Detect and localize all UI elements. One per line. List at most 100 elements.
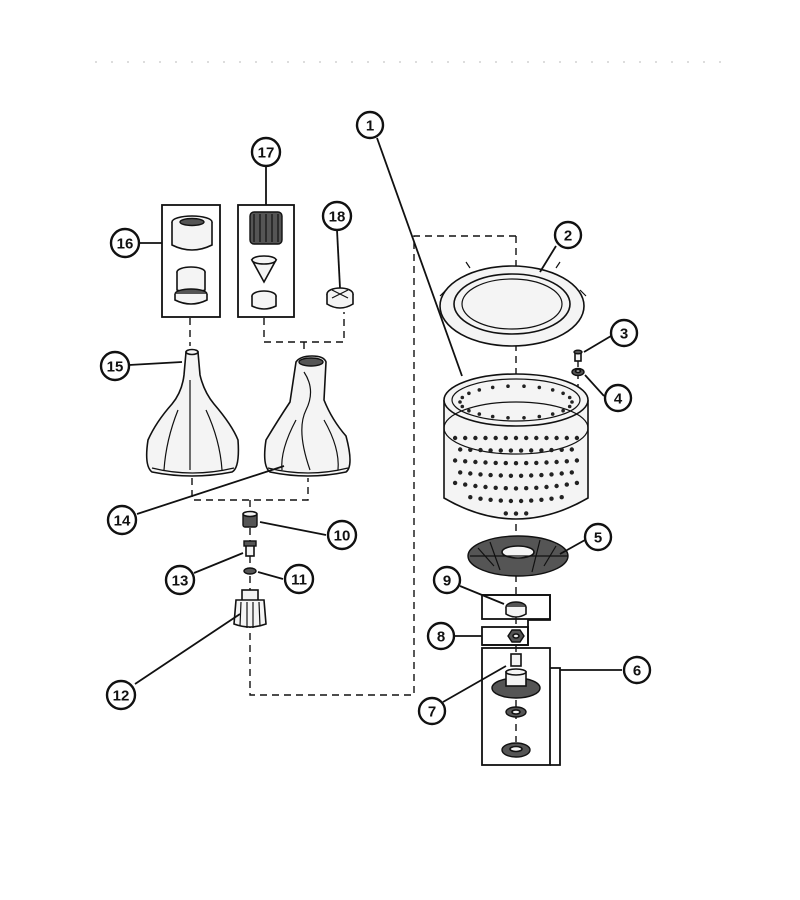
callout-4-label: 4 xyxy=(614,391,623,408)
basket-floor-perforation xyxy=(561,391,565,396)
basket-perforation xyxy=(544,435,549,441)
basket-perforation xyxy=(544,484,549,490)
callout-13-label: 13 xyxy=(172,573,189,590)
basket-perforation xyxy=(524,435,529,441)
part-3-screw xyxy=(573,349,583,362)
basket-perforation xyxy=(518,498,524,504)
basket-floor-perforation xyxy=(570,400,574,404)
basket-perforation xyxy=(559,495,564,500)
basket-perforation xyxy=(493,435,498,441)
basket-perforation xyxy=(483,484,488,490)
basket-perforation xyxy=(463,459,468,464)
basket-perforation xyxy=(534,460,539,466)
basket-floor-perforation xyxy=(567,395,572,400)
callout-7: 7 xyxy=(417,696,447,726)
part-1-spin-basket xyxy=(443,373,589,520)
leader-lines xyxy=(128,137,622,703)
basket-perforation xyxy=(452,458,458,463)
basket-perforation xyxy=(478,496,483,501)
basket-floor-perforation xyxy=(506,384,510,389)
callout-2-label: 2 xyxy=(564,228,572,245)
callout-13: 13 xyxy=(164,564,196,596)
basket-perforation xyxy=(574,458,580,463)
callout-10: 10 xyxy=(326,519,358,551)
callout-18-label: 18 xyxy=(329,209,346,226)
callout-9-label: 9 xyxy=(443,573,451,590)
basket-perforation xyxy=(503,486,508,491)
basket-perforation xyxy=(452,435,458,441)
basket-perforation xyxy=(488,472,493,478)
callouts: 1 2 3 4 5 6 7 8 xyxy=(99,110,652,726)
basket-floor-perforation xyxy=(550,388,555,392)
basket-perforation xyxy=(529,498,534,503)
basket-perforation xyxy=(483,460,488,465)
part-18-cap xyxy=(326,287,354,309)
basket-perforation xyxy=(452,480,458,486)
part-16-fabric-softener-cup xyxy=(171,215,213,305)
callout-11-label: 11 xyxy=(291,572,307,589)
basket-perforation xyxy=(483,435,488,441)
basket-floor-perforation xyxy=(567,404,572,409)
callout-11: 11 xyxy=(283,563,315,595)
basket-perforation xyxy=(468,471,473,476)
basket-perforation xyxy=(554,435,559,441)
callout-1: 1 xyxy=(355,110,385,140)
part-2-tub-ring xyxy=(439,261,587,347)
callout-5-label: 5 xyxy=(594,530,602,547)
callout-14: 14 xyxy=(106,504,138,536)
basket-perforation xyxy=(513,461,519,466)
callout-18: 18 xyxy=(321,200,353,232)
basket-floor-perforation xyxy=(460,404,465,409)
basket-floor-perforation xyxy=(467,408,471,413)
basket-perforation xyxy=(513,486,519,491)
basket-perforation xyxy=(529,473,534,478)
basket-perforation xyxy=(473,483,478,489)
basket-perforation xyxy=(493,460,498,466)
basket-floor-perforation xyxy=(537,385,542,390)
part-14-agitator xyxy=(263,355,351,477)
basket-floor-perforation xyxy=(460,395,465,400)
basket-perforation xyxy=(554,483,559,489)
part-12-drive-coupling xyxy=(233,589,267,628)
basket-perforation xyxy=(488,448,493,453)
basket-perforation xyxy=(508,498,514,504)
callout-10-label: 10 xyxy=(334,528,351,545)
part-15-agitator xyxy=(145,348,240,477)
basket-perforation xyxy=(564,459,569,464)
part-8-hex-nut xyxy=(507,629,525,643)
basket-perforation xyxy=(508,448,514,453)
callout-5: 5 xyxy=(583,522,613,552)
basket-perforation xyxy=(513,511,519,516)
basket-perforation xyxy=(524,460,529,466)
basket-perforation xyxy=(488,497,493,502)
basket-floor-perforation xyxy=(477,388,482,392)
basket-perforation xyxy=(539,497,544,502)
basket-perforation xyxy=(463,482,468,487)
callout-15-label: 15 xyxy=(107,359,124,376)
basket-perforation xyxy=(544,460,549,465)
callout-16: 16 xyxy=(109,227,141,259)
basket-perforation xyxy=(554,459,559,465)
basket-perforation xyxy=(518,448,524,453)
box-part-16 xyxy=(161,204,221,318)
basket-perforation xyxy=(518,473,524,478)
basket-perforation xyxy=(539,472,544,478)
callout-6: 6 xyxy=(622,655,652,685)
basket-perforation xyxy=(524,486,529,491)
basket-perforation xyxy=(564,482,569,487)
part-7-spline-hub xyxy=(491,653,541,758)
basket-perforation xyxy=(493,485,498,490)
basket-floor-perforation xyxy=(561,408,565,413)
basket-perforation xyxy=(468,495,473,500)
callout-3-label: 3 xyxy=(620,326,628,343)
part-9-bearing xyxy=(505,601,527,618)
callout-12-label: 12 xyxy=(113,688,130,705)
basket-perforation xyxy=(503,460,508,466)
basket-perforation xyxy=(559,447,564,452)
basket-floor-perforation xyxy=(550,412,555,416)
basket-floor-perforation xyxy=(477,412,482,416)
callout-9: 9 xyxy=(432,565,462,595)
basket-perforation xyxy=(473,435,478,441)
basket-perforation xyxy=(549,447,554,453)
